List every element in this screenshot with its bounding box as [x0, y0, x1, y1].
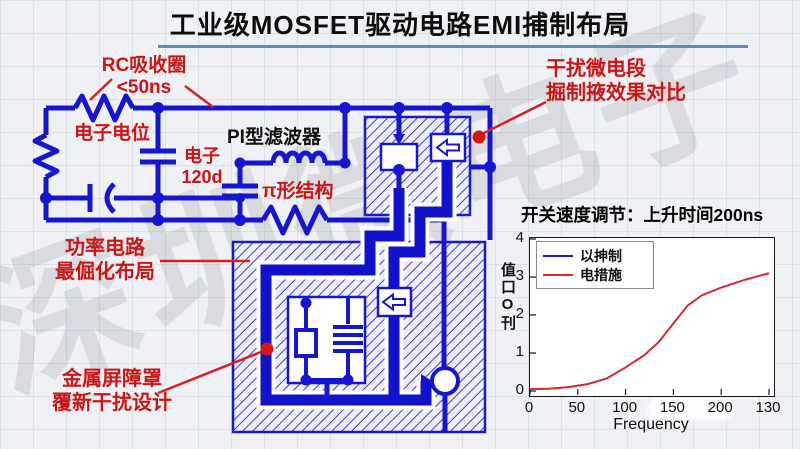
legend-line-sample-red — [543, 273, 573, 276]
chart-y-axis-label: 值口O刊 — [499, 262, 516, 332]
legend-label: 以抻制 — [580, 247, 622, 264]
axis-tick-marks — [530, 238, 770, 395]
y-tick-label: 1 — [515, 343, 524, 360]
red-marker-dot-bottom — [260, 342, 274, 356]
legend-row: 电措施 — [543, 265, 647, 284]
right-arrow-icon — [421, 374, 432, 388]
x-tick-label: 130 — [755, 399, 781, 416]
snubber-capacitor — [140, 148, 176, 165]
left-arrow-icon — [381, 292, 406, 312]
y-tick-label: 0 — [515, 381, 524, 398]
title-underline — [158, 45, 748, 48]
terminal-circle — [430, 366, 460, 396]
chart-legend: 以抻制 电措施 — [536, 241, 654, 289]
legend-line-sample-blue — [543, 254, 573, 257]
chart-curves — [530, 238, 770, 395]
left-arrow-box-lower — [376, 286, 413, 318]
chart-title: 开关速度调节：上升时间200ns — [521, 205, 764, 225]
x-tick-label: 150 — [659, 399, 685, 416]
power-layout-label: 功率电路 最倔化布局 — [55, 237, 155, 283]
rc-snubber-label: RC吸收圈 <50ns — [101, 55, 187, 99]
y-tick-label: 4 — [515, 229, 524, 246]
series-curve — [530, 272, 770, 390]
chart-x-axis-label: Frequency — [613, 416, 689, 433]
y-tick-label: 2 — [515, 305, 524, 322]
film-cap-symbol — [294, 328, 318, 358]
x-tick-label: 200 — [707, 399, 733, 416]
legend-row: 以抻制 — [543, 246, 647, 265]
node-voltage-label: 电子电位 — [74, 123, 151, 144]
shield-label: 金属屏障罩 覆新干扰设计 — [52, 368, 172, 414]
pi-structure-label: π形结构 — [262, 181, 334, 202]
legend-label: 电措施 — [580, 266, 622, 283]
x-tick-label: 100 — [612, 399, 638, 416]
series-curve — [530, 272, 770, 390]
y-tick-label: 3 — [515, 267, 524, 284]
page-title: 工业级MOSFET驱动电路EMI捕制布局 — [169, 10, 631, 40]
x-tick-label: 0 — [524, 399, 534, 416]
capacitor-value-label: 电子 120d — [181, 146, 223, 188]
emi-compare-label: 干扰微电段 掘制掖效果对比 — [546, 58, 686, 104]
x-tick-label: 50 — [568, 399, 586, 416]
white-smudge — [648, 398, 734, 420]
left-resistor — [32, 132, 60, 180]
pi-filter-label: PI型滤波器 — [227, 127, 321, 148]
